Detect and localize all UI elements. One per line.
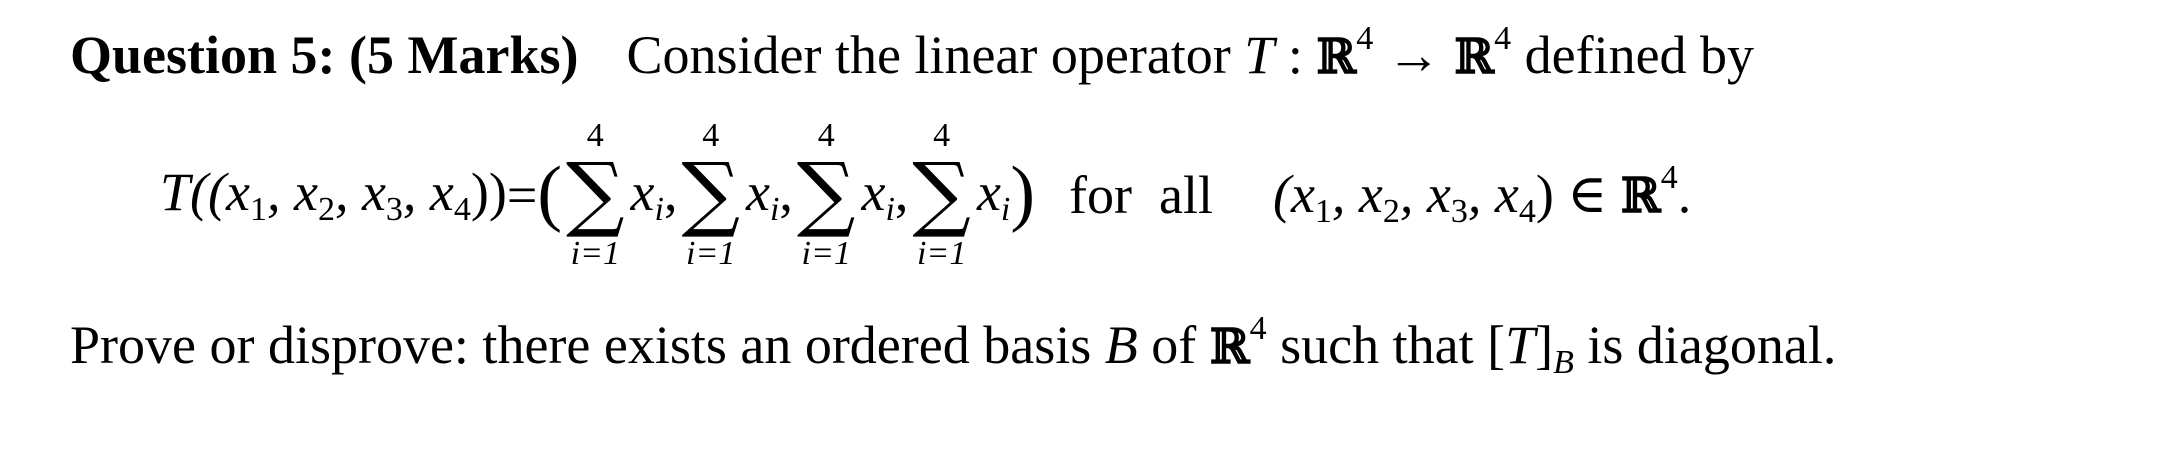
sum-lower-limit: i=1 — [686, 234, 736, 272]
display-equation: T((x1, x2, x3, x4)) = ( 4 ∑ i=1 xi, 4 ∑ … — [160, 100, 1691, 290]
intro-text: Consider the linear operator — [626, 25, 1231, 85]
sigma-symbol: ∑ — [796, 146, 856, 242]
space-exponent: 4 — [1249, 310, 1267, 347]
for-all-text: for all — [1069, 165, 1213, 225]
codomain-space: ℝ — [1454, 29, 1495, 85]
sum-term: xi, — [861, 162, 909, 228]
task-text: of — [1137, 315, 1210, 375]
sum-upper-limit: 4 — [933, 117, 951, 155]
summation: 4 ∑ i=1 — [912, 119, 971, 271]
summation: 4 ∑ i=1 — [566, 119, 625, 271]
equals-sign: = — [506, 165, 538, 225]
question-label: Question 5: — [70, 25, 336, 85]
sum-upper-limit: 4 — [586, 117, 604, 155]
sum-lower-limit: i=1 — [570, 234, 620, 272]
lhs-args: , x — [266, 162, 318, 222]
sum-lower-limit: i=1 — [916, 234, 967, 272]
matrix-basis-sub: B — [1553, 344, 1574, 381]
sigma-symbol: ∑ — [681, 146, 740, 242]
equation-domain-tuple: (x1, x2, x3, x4) ∈ ℝ4. — [1272, 159, 1692, 230]
lhs-sub: 2 — [317, 191, 335, 228]
sigma-symbol: ∑ — [912, 146, 971, 242]
codomain-exponent: 4 — [1494, 20, 1512, 57]
equation-lhs: T((x1, x2, x3, x4)) — [160, 161, 507, 229]
task-text: is diagonal. — [1573, 315, 1837, 375]
matrix-bracket: ] — [1535, 315, 1554, 375]
lhs-args: , x — [334, 162, 386, 222]
operator-symbol: T — [1244, 25, 1275, 85]
matrix-bracket: [ — [1487, 315, 1506, 375]
sum-upper-limit: 4 — [702, 117, 720, 155]
sum-term: xi — [976, 162, 1011, 228]
marks-label: (5 Marks) — [349, 25, 579, 85]
sum-upper-limit: 4 — [817, 117, 835, 155]
sum-lower-limit: i=1 — [801, 234, 851, 272]
summation: 4 ∑ i=1 — [797, 119, 856, 271]
domain-exponent: 4 — [1356, 20, 1374, 57]
lhs-args: , x — [402, 162, 454, 222]
arrow: → — [1373, 25, 1455, 85]
space-symbol: ℝ — [1209, 319, 1250, 375]
lhs-sub: 1 — [249, 191, 267, 228]
question-header: Question 5: (5 Marks) Consider the linear… — [70, 20, 1755, 85]
lhs-args: ((x — [190, 162, 250, 222]
defined-by-text: defined by — [1511, 25, 1755, 85]
basis-symbol: B — [1104, 315, 1138, 375]
summation: 4 ∑ i=1 — [681, 119, 740, 271]
domain-space: ℝ — [1316, 29, 1357, 85]
task-text: Prove or disprove: there exists an order… — [70, 315, 1105, 375]
lhs-sub: 4 — [453, 191, 471, 228]
sum-term: xi, — [746, 162, 793, 228]
lhs-sub: 3 — [385, 191, 403, 228]
sum-term: xi, — [630, 162, 678, 228]
close-paren: ) — [1010, 152, 1036, 234]
open-paren: ( — [537, 152, 562, 234]
task-text: such that — [1266, 315, 1488, 375]
sigma-symbol: ∑ — [565, 146, 625, 242]
colon: : — [1274, 25, 1317, 85]
lhs-operator: T — [160, 162, 191, 222]
matrix-operator: T — [1505, 315, 1536, 375]
lhs-close: )) — [470, 162, 507, 222]
task-statement: Prove or disprove: there exists an order… — [70, 312, 1836, 380]
